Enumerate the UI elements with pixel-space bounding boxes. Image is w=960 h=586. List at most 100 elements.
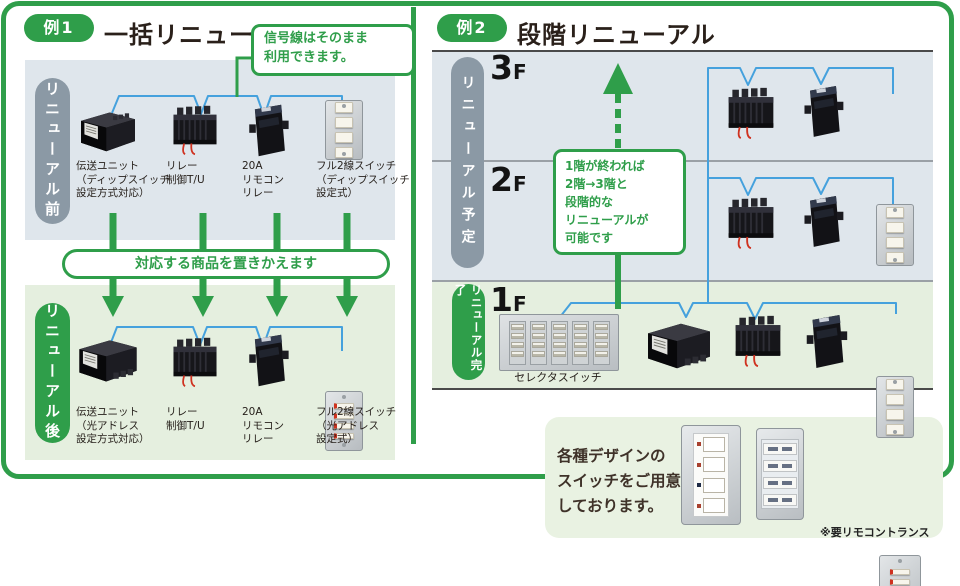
switch-button: [886, 222, 904, 233]
selector-button: [510, 323, 524, 330]
selector-button: [594, 323, 608, 330]
switch-button: [334, 433, 354, 439]
remote-relay-image: [798, 80, 848, 146]
relay-control-unit-image: [720, 196, 782, 254]
floor-label-3f: 3F: [490, 48, 527, 87]
button-slot: [782, 480, 792, 485]
switch-name-card: [703, 436, 725, 452]
selector-button: [510, 350, 524, 357]
selector-button: [594, 332, 608, 339]
device-label: リレー制御T/U: [166, 406, 205, 432]
switch-button: [334, 403, 354, 409]
remote-transformer-footnote: ※要リモコントランス: [820, 526, 930, 539]
selector-button: [531, 341, 545, 348]
switch-button: [886, 394, 904, 405]
indicator-dot: [697, 503, 701, 508]
selector-button: [573, 323, 587, 330]
device-label: 伝送ユニット（光アドレス設定方式対応）: [76, 406, 150, 445]
button-slot: [768, 480, 778, 485]
design-switch-nameplate-image: [681, 425, 741, 525]
remote-relay-image: [242, 330, 294, 394]
relay-control-unit-image: [166, 104, 224, 160]
done-pill: リニューアル完了: [452, 284, 485, 380]
switch-lineup-text: 各種デザインのスイッチをご用意しております。: [557, 447, 682, 515]
switch-button: [890, 569, 910, 575]
floor-label-1f: 1F: [490, 280, 527, 319]
bubble-line: 利用できます。: [264, 50, 354, 65]
selector-button: [531, 323, 545, 330]
bubble-line: 信号線はそのまま: [264, 31, 369, 46]
transmission-unit-image: [74, 330, 142, 394]
switch-button: [886, 424, 904, 435]
switch-button: [335, 147, 353, 158]
selector-button: [510, 341, 524, 348]
device-label: フル2線スイッチ（光アドレス設定式）: [316, 406, 397, 445]
remote-relay-image: [800, 310, 852, 376]
selector-button: [552, 323, 566, 330]
switch-button: [334, 423, 354, 429]
switch-button: [886, 237, 904, 248]
relay-control-unit-image: [166, 336, 224, 392]
switch-name-card: [703, 498, 725, 514]
indicator-dot: [697, 442, 701, 447]
button-slot: [768, 463, 778, 468]
selector-button: [552, 341, 566, 348]
outer-green-frame: [1, 1, 954, 479]
indicator-dot: [697, 462, 701, 467]
after-pill: リニューアル後: [35, 303, 70, 443]
example1-badge: 例1: [24, 14, 94, 42]
switch-name-card: [703, 457, 725, 473]
switch-button: [335, 102, 353, 113]
before-pill: リニューアル前: [35, 78, 70, 224]
button-slot: [782, 463, 792, 468]
device-label: フル2線スイッチ（ディップスイッチ設定式）: [316, 160, 410, 199]
switch-button: [886, 207, 904, 218]
selector-button: [573, 332, 587, 339]
example2-title: 段階リニューアル: [517, 21, 716, 49]
full2wire-switch-image: [876, 204, 914, 266]
selector-button: [510, 332, 524, 339]
full2wire-switch-image: [879, 555, 921, 586]
full2wire-switch-image: [876, 376, 914, 438]
switch-button: [886, 379, 904, 390]
button-slot: [782, 446, 792, 451]
button-slot: [782, 497, 792, 502]
switch-name-card: [703, 477, 725, 493]
signal-note-bubble: 信号線はそのまま 利用できます。: [251, 24, 415, 76]
transmission-unit-image: [642, 316, 716, 378]
example2-badge: 例2: [437, 14, 507, 42]
selector-button: [552, 350, 566, 357]
selector-button: [573, 350, 587, 357]
device-label: 伝送ユニット（ディップスイッチ設定方式対応）: [76, 160, 170, 199]
full2wire-switch-image: [325, 391, 363, 451]
replace-banner: 対応する商品を置きかえます: [62, 249, 390, 279]
switch-button: [890, 579, 910, 585]
selector-button: [573, 341, 587, 348]
remote-relay-image: [798, 190, 848, 256]
selector-button: [531, 332, 545, 339]
switch-button: [886, 409, 904, 420]
selector-button: [594, 341, 608, 348]
floor-label-2f: 2F: [490, 160, 527, 199]
selector-switch-label: セレクタスイッチ: [514, 371, 602, 384]
remote-relay-image: [242, 100, 294, 164]
switch-button: [334, 413, 354, 419]
indicator-dot: [697, 483, 701, 488]
selector-button: [531, 350, 545, 357]
selector-button: [552, 332, 566, 339]
example-divider-line: [411, 7, 416, 444]
relay-control-unit-image: [728, 314, 788, 372]
switch-button: [335, 117, 353, 128]
planned-pill: リニューアル予定: [451, 57, 484, 268]
button-slot: [768, 446, 778, 451]
selector-switch-image: [499, 314, 619, 371]
switch-button: [335, 132, 353, 143]
device-label: リレー制御T/U: [166, 160, 205, 186]
switch-button: [886, 252, 904, 263]
selector-button: [594, 350, 608, 357]
button-slot: [768, 497, 778, 502]
full2wire-switch-image: [325, 100, 363, 160]
